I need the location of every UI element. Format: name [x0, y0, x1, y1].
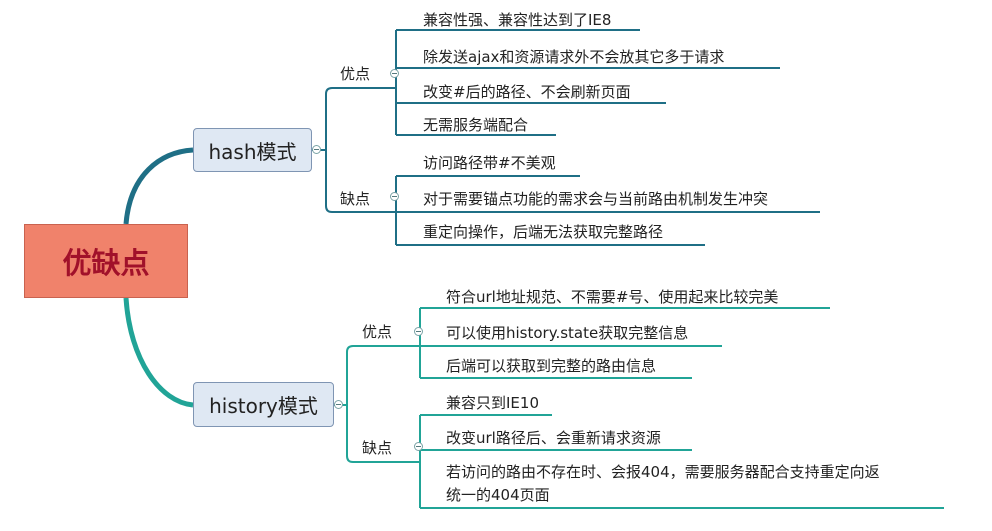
branch-history-label: history模式 [209, 394, 318, 418]
collapse-toggle-icon[interactable] [312, 145, 321, 154]
history-con-item[interactable]: 若访问的路由不存在时、会报404，需要服务器配合支持重定向返 [446, 463, 880, 481]
hash-pros-label[interactable]: 优点 [340, 65, 371, 83]
history-con-item[interactable]: 兼容只到IE10 [446, 394, 539, 412]
hash-pro-item[interactable]: 无需服务端配合 [423, 116, 529, 134]
hash-pro-item[interactable]: 改变#后的路径、不会刷新页面 [423, 83, 631, 101]
history-pro-item[interactable]: 可以使用history.state获取完整信息 [446, 324, 689, 342]
hash-con-item[interactable]: 重定向操作，后端无法获取完整路径 [423, 223, 664, 241]
link-root-history [123, 297, 194, 408]
history-lines [334, 307, 944, 509]
collapse-toggle-icon[interactable] [390, 192, 399, 201]
collapse-toggle-icon[interactable] [390, 69, 399, 78]
history-cons-label[interactable]: 缺点 [362, 439, 393, 457]
hash-lines [312, 29, 820, 246]
history-con-item[interactable]: 改变url路径后、会重新请求资源 [446, 429, 661, 447]
hash-con-item[interactable]: 对于需要锚点功能的需求会与当前路由机制发生冲突 [423, 190, 769, 208]
link-root-hash [123, 147, 194, 225]
root-node[interactable]: 优缺点 [24, 224, 188, 298]
hash-con-item[interactable]: 访问路径带#不美观 [423, 154, 556, 172]
branch-hash-label: hash模式 [208, 139, 297, 164]
history-pros-label[interactable]: 优点 [362, 323, 393, 341]
hash-cons-label[interactable]: 缺点 [340, 190, 371, 208]
hash-pro-item[interactable]: 除发送ajax和资源请求外不会放其它多于请求 [423, 48, 725, 66]
history-pro-item[interactable]: 后端可以获取到完整的路由信息 [446, 357, 657, 375]
history-con-item-continued[interactable]: 统一的404页面 [446, 486, 550, 504]
root-label: 优缺点 [62, 246, 150, 280]
history-pro-item[interactable]: 符合url地址规范、不需要#号、使用起来比较完美 [446, 288, 779, 306]
collapse-toggle-icon[interactable] [334, 400, 343, 409]
collapse-toggle-icon[interactable] [414, 442, 423, 451]
collapse-toggle-icon[interactable] [414, 327, 423, 336]
branch-hash[interactable]: hash模式 [193, 128, 312, 172]
hash-pro-item[interactable]: 兼容性强、兼容性达到了IE8 [423, 11, 612, 29]
branch-history[interactable]: history模式 [193, 382, 334, 427]
